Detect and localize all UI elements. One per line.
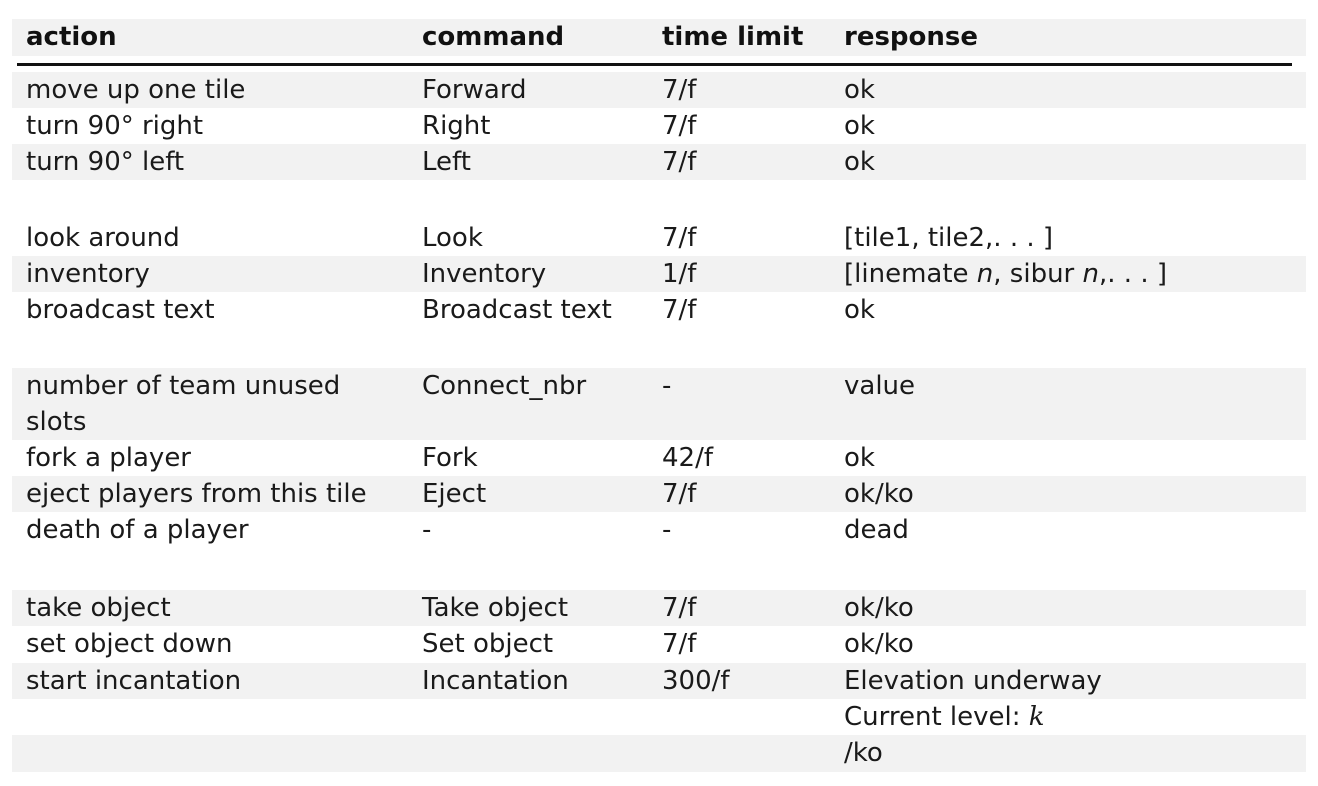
time-limit-cell: - <box>662 515 672 545</box>
table-row: broadcast text Broadcast text 7/f ok <box>12 292 1306 328</box>
response-cell: ok <box>844 111 875 141</box>
response-cell: ok <box>844 443 875 473</box>
response-cell: ok/ko <box>844 629 914 659</box>
action-cell: eject players from this tile <box>26 479 367 509</box>
header-response: response <box>844 22 979 52</box>
command-cell: Look <box>422 223 483 253</box>
command-cell: Left <box>422 147 471 177</box>
action-cell: set object down <box>26 629 233 659</box>
response-variable: n <box>976 259 994 289</box>
command-table: action command time limit response move … <box>12 19 1306 772</box>
time-limit-cell: - <box>662 371 672 401</box>
time-limit-cell: 7/f <box>662 75 697 105</box>
action-cell: fork a player <box>26 443 192 473</box>
command-cell: Inventory <box>422 259 547 289</box>
command-cell: Incantation <box>422 666 569 696</box>
response-cell: ok <box>844 295 875 325</box>
table-row: move up one tile Forward 7/f ok <box>12 72 1306 108</box>
header-command: command <box>422 22 565 52</box>
table-header-row: action command time limit response <box>12 19 1306 56</box>
time-limit-cell: 300/f <box>662 666 730 696</box>
group-spacer <box>12 180 1306 220</box>
table-row: take object Take object 7/f ok/ko <box>12 590 1306 626</box>
action-cell: look around <box>26 223 180 253</box>
action-cell: take object <box>26 593 171 623</box>
response-variable: k <box>1028 702 1045 732</box>
response-cell: dead <box>844 515 909 545</box>
time-limit-cell: 1/f <box>662 259 697 289</box>
command-cell: - <box>422 515 432 545</box>
table-row: death of a player - - dead <box>12 512 1306 548</box>
action-cell: move up one tile <box>26 75 246 105</box>
time-limit-cell: 7/f <box>662 111 697 141</box>
table-row: eject players from this tile Eject 7/f o… <box>12 476 1306 512</box>
action-cell: turn 90° right <box>26 111 204 141</box>
response-text: Current level: <box>844 702 1029 732</box>
response-cell: /ko <box>844 738 883 768</box>
action-cell: start incantation <box>26 666 242 696</box>
time-limit-cell: 7/f <box>662 479 697 509</box>
table-row: fork a player Fork 42/f ok <box>12 440 1306 476</box>
table-row: Current level: k <box>12 699 1306 735</box>
command-cell: Right <box>422 111 491 141</box>
table-row: start incantation Incantation 300/f Elev… <box>12 663 1306 699</box>
command-cell: Broadcast text <box>422 295 612 325</box>
action-cell: number of team unused slots <box>26 371 341 437</box>
response-cell: value <box>844 371 916 401</box>
response-cell: ok/ko <box>844 593 914 623</box>
table-row: set object down Set object 7/f ok/ko <box>12 626 1306 663</box>
action-cell: broadcast text <box>26 295 215 325</box>
action-cell: inventory <box>26 259 150 289</box>
table-row: number of team unused slots Connect_nbr … <box>12 368 1306 440</box>
response-cell: [tile1, tile2,. . . ] <box>844 223 1054 253</box>
time-limit-cell: 7/f <box>662 147 697 177</box>
time-limit-cell: 42/f <box>662 443 713 473</box>
response-cell: [linemate n, sibur n,. . . ] <box>844 256 1167 292</box>
table-row: /ko <box>12 735 1306 772</box>
command-cell: Set object <box>422 629 554 659</box>
time-limit-cell: 7/f <box>662 295 697 325</box>
table-row: turn 90° left Left 7/f ok <box>12 144 1306 180</box>
response-text: , sibur <box>993 259 1083 289</box>
time-limit-cell: 7/f <box>662 223 697 253</box>
command-cell: Take object <box>422 593 569 623</box>
header-action: action <box>26 22 117 52</box>
command-cell: Connect_nbr <box>422 371 587 401</box>
command-cell: Eject <box>422 479 487 509</box>
response-cell: ok <box>844 147 875 177</box>
command-cell: Fork <box>422 443 478 473</box>
response-cell: Current level: k <box>844 699 1045 735</box>
time-limit-cell: 7/f <box>662 629 697 659</box>
action-cell: death of a player <box>26 515 249 545</box>
response-cell: ok/ko <box>844 479 914 509</box>
time-limit-cell: 7/f <box>662 593 697 623</box>
header-rule <box>17 63 1292 66</box>
response-text: ,. . . ] <box>1099 259 1167 289</box>
action-cell: turn 90° left <box>26 147 185 177</box>
command-cell: Forward <box>422 75 527 105</box>
table-row: inventory Inventory 1/f [linemate n, sib… <box>12 256 1306 292</box>
group-spacer <box>12 548 1306 590</box>
response-text: [linemate <box>844 259 977 289</box>
response-cell: ok <box>844 75 875 105</box>
response-cell: Elevation underway <box>844 666 1102 696</box>
header-time-limit: time limit <box>662 22 804 52</box>
group-spacer <box>12 328 1306 368</box>
table-row: turn 90° right Right 7/f ok <box>12 108 1306 144</box>
response-variable: n <box>1082 259 1099 289</box>
table-row: look around Look 7/f [tile1, tile2,. . .… <box>12 220 1306 256</box>
